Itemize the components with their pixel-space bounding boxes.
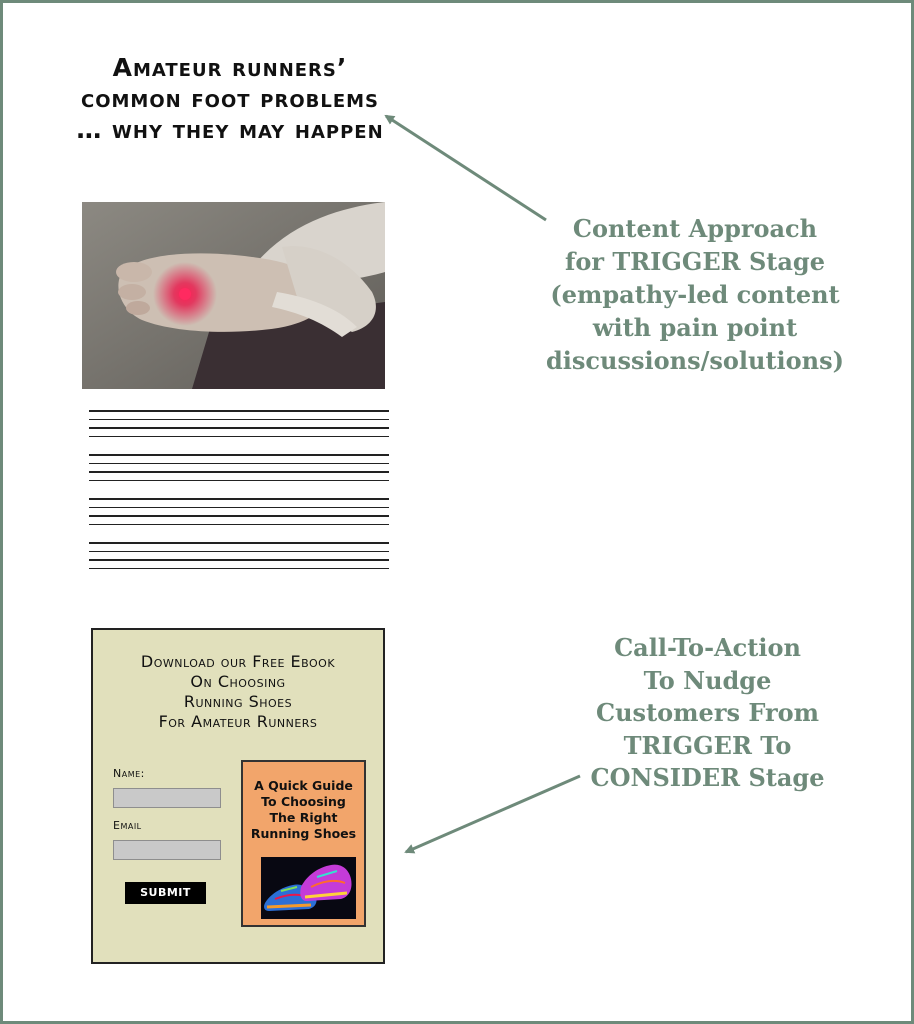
cta-title-line: Download our Free Ebook: [140, 652, 336, 671]
annotation-line: Content Approach: [572, 214, 818, 243]
ebook-title-line: Running Shoes: [250, 826, 357, 841]
paragraph-lines: [89, 454, 389, 481]
email-label: Email: [113, 819, 142, 832]
annotation-call-to-action: Call-To-Action To Nudge Customers From T…: [575, 632, 840, 795]
cta-title-line: On Choosing: [190, 672, 286, 691]
name-input[interactable]: [113, 788, 221, 808]
foot-pain-illustration: [82, 202, 385, 389]
running-shoes-icon: [264, 864, 352, 911]
cta-box: Download our Free Ebook On Choosing Runn…: [91, 628, 385, 964]
annotation-line: discussions/solutions): [546, 346, 844, 375]
arrow-to-headline: [384, 114, 547, 222]
annotation-content-approach: Content Approach for TRIGGER Stage (empa…: [535, 212, 855, 377]
annotation-line: (empathy-led content: [550, 280, 840, 309]
annotation-line: To Nudge: [643, 665, 772, 695]
cta-title-line: Running Shoes: [183, 692, 293, 711]
running-shoes-illustration: [261, 857, 356, 919]
annotation-line: CONSIDER Stage: [590, 763, 825, 792]
article-headline: Amateur runners’ common foot problems … …: [76, 53, 384, 144]
paragraph-lines: [89, 542, 389, 569]
foot-pain-photo: [82, 202, 385, 389]
ebook-title-line: The Right: [269, 810, 338, 825]
placeholder-text-block: [89, 410, 389, 586]
annotation-line: for TRIGGER Stage: [565, 247, 825, 276]
annotation-line: Call-To-Action: [614, 633, 801, 662]
cta-title-line: For Amateur Runners: [158, 712, 318, 731]
paragraph-lines: [89, 498, 389, 525]
name-label: Name:: [113, 767, 145, 780]
ebook-title-line: To Choosing: [261, 794, 346, 809]
ebook-title-line: A Quick Guide: [254, 778, 353, 793]
cta-title: Download our Free Ebook On Choosing Runn…: [93, 652, 383, 732]
annotation-line: TRIGGER To: [623, 730, 792, 760]
annotation-line: Customers From: [596, 698, 819, 727]
email-input[interactable]: [113, 840, 221, 860]
ebook-title: A Quick Guide To Choosing The Right Runn…: [243, 778, 364, 842]
arrow-to-cta-box: [404, 774, 581, 854]
paragraph-lines: [89, 410, 389, 437]
annotation-line: with pain point: [592, 313, 798, 342]
submit-button[interactable]: SUBMIT: [125, 882, 206, 904]
ebook-cover[interactable]: A Quick Guide To Choosing The Right Runn…: [241, 760, 366, 927]
